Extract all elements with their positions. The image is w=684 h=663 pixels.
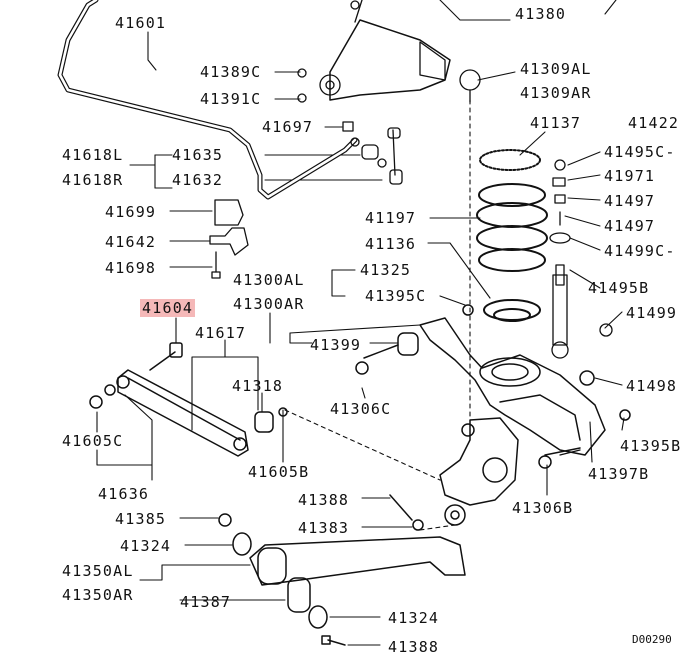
label-41197[interactable]: 41197 xyxy=(365,209,417,227)
label-41498[interactable]: 41498 xyxy=(626,377,678,395)
upper-arm xyxy=(297,0,481,103)
knuckle xyxy=(355,304,631,526)
label-41300ar[interactable]: 41300AR xyxy=(233,295,305,313)
label-41697[interactable]: 41697 xyxy=(262,118,314,136)
lateral-rod xyxy=(89,342,288,457)
label-41499c[interactable]: 41499C- xyxy=(604,242,676,260)
label-41698[interactable]: 41698 xyxy=(105,259,157,277)
label-41495c[interactable]: 41495C- xyxy=(604,143,676,161)
label-41499[interactable]: 41499 xyxy=(626,304,678,322)
label-41387[interactable]: 41387 xyxy=(180,593,232,611)
label-41618l[interactable]: 41618L xyxy=(62,146,124,164)
label-41350al[interactable]: 41350AL xyxy=(62,562,134,580)
label-41601[interactable]: 41601 xyxy=(115,14,167,32)
label-41497-a[interactable]: 41497 xyxy=(604,192,656,210)
label-41383[interactable]: 41383 xyxy=(298,519,350,537)
label-41399[interactable]: 41399 xyxy=(310,336,362,354)
label-41605c[interactable]: 41605C xyxy=(62,432,124,450)
label-41385[interactable]: 41385 xyxy=(115,510,167,528)
label-41388-b[interactable]: 41388 xyxy=(388,638,440,656)
label-41389c[interactable]: 41389C xyxy=(200,63,262,81)
label-41636[interactable]: 41636 xyxy=(98,485,150,503)
label-41325[interactable]: 41325 xyxy=(360,261,412,279)
label-41605b[interactable]: 41605B xyxy=(248,463,310,481)
label-41642[interactable]: 41642 xyxy=(105,233,157,251)
coil-spring xyxy=(476,149,548,322)
label-41309al[interactable]: 41309AL xyxy=(520,60,592,78)
label-41306b[interactable]: 41306B xyxy=(512,499,574,517)
label-41632[interactable]: 41632 xyxy=(172,171,224,189)
bushing-bracket xyxy=(209,199,249,279)
label-41318[interactable]: 41318 xyxy=(232,377,284,395)
stabilizer-link xyxy=(342,121,403,185)
label-41324-a[interactable]: 41324 xyxy=(120,537,172,555)
bolt-41397b xyxy=(559,449,581,456)
label-41391c[interactable]: 41391C xyxy=(200,90,262,108)
label-41422[interactable]: 41422 xyxy=(628,114,680,132)
label-41618r[interactable]: 41618R xyxy=(62,171,124,189)
label-41497-b[interactable]: 41497 xyxy=(604,217,656,235)
label-41971[interactable]: 41971 xyxy=(604,167,656,185)
label-41699[interactable]: 41699 xyxy=(105,203,157,221)
label-41604-highlighted[interactable]: 41604 xyxy=(140,299,196,317)
label-41324-b[interactable]: 41324 xyxy=(388,609,440,627)
label-41617[interactable]: 41617 xyxy=(195,324,247,342)
label-41306c[interactable]: 41306C xyxy=(330,400,392,418)
label-41635[interactable]: 41635 xyxy=(172,146,224,164)
stabilizer-bar xyxy=(57,0,358,200)
label-41397b[interactable]: 41397B xyxy=(588,465,650,483)
label-41136[interactable]: 41136 xyxy=(365,235,417,253)
label-41137[interactable]: 41137 xyxy=(530,114,582,132)
label-41309ar[interactable]: 41309AR xyxy=(520,84,592,102)
drawing-code: D00290 xyxy=(632,633,672,646)
label-41300al[interactable]: 41300AL xyxy=(233,271,305,289)
label-41388-a[interactable]: 41388 xyxy=(298,491,350,509)
lower-arm xyxy=(218,494,466,646)
label-41380[interactable]: 41380 xyxy=(515,5,567,23)
label-41395b[interactable]: 41395B xyxy=(620,437,682,455)
shock-absorber xyxy=(549,159,613,359)
label-41495b[interactable]: 41495B xyxy=(588,279,650,297)
label-41395c[interactable]: 41395C xyxy=(365,287,427,305)
label-41350ar[interactable]: 41350AR xyxy=(62,586,134,604)
